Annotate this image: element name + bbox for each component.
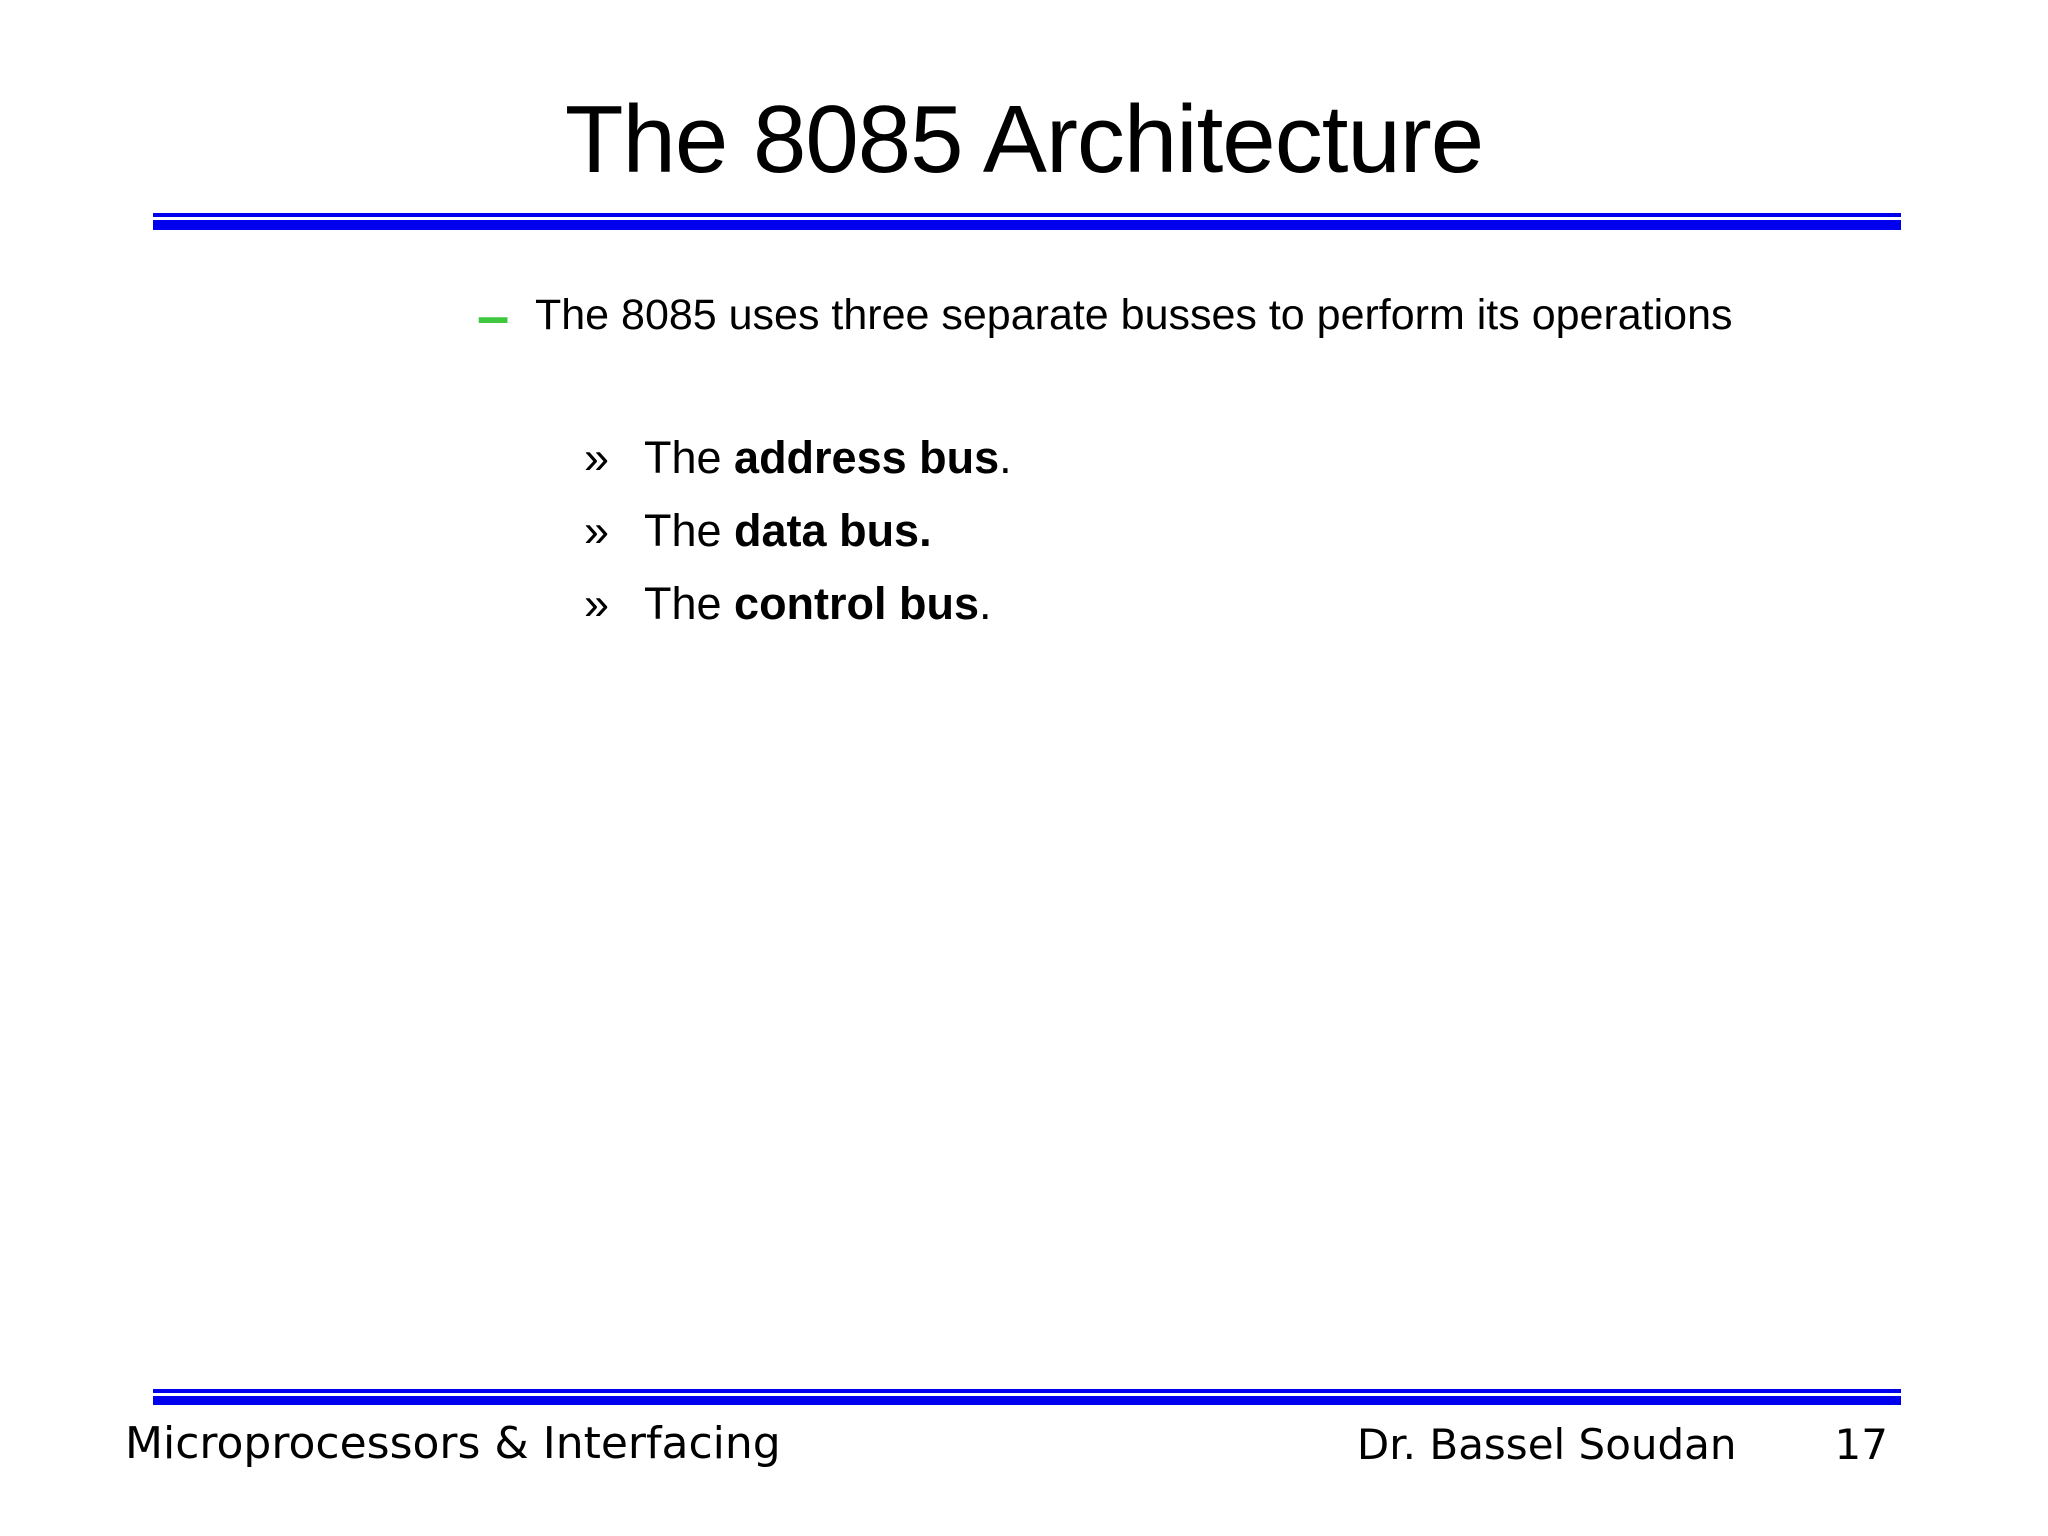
sub-bullet-text: The address bus. bbox=[644, 432, 1012, 483]
footer-author: Dr. Bassel Soudan bbox=[1356, 1420, 1737, 1469]
footer-divider bbox=[153, 1389, 1901, 1405]
sub-bullet-text-bold: data bus. bbox=[734, 505, 932, 556]
guillemet-bullet-icon: » bbox=[584, 505, 610, 556]
sub-bullet-text: The data bus. bbox=[644, 505, 932, 556]
sub-bullet-item: » The address bus. bbox=[584, 432, 1012, 484]
bullet-text: The 8085 uses three separate busses to p… bbox=[535, 291, 1733, 339]
sub-bullet-text-post: . bbox=[979, 578, 992, 629]
title-divider-thick-line bbox=[153, 220, 1901, 230]
dash-bullet-icon: – bbox=[477, 284, 510, 349]
sub-bullet-list: » The address bus. » The data bus. » The co… bbox=[584, 432, 1012, 651]
sub-bullet-text: The control bus. bbox=[644, 578, 992, 629]
footer-page-number: 17 bbox=[1834, 1420, 1888, 1469]
sub-bullet-item: » The data bus. bbox=[584, 505, 1012, 557]
sub-bullet-text-post: . bbox=[999, 432, 1012, 483]
sub-bullet-text-pre: The bbox=[644, 432, 735, 483]
sub-bullet-text-pre: The bbox=[644, 578, 735, 629]
footer-divider-thick-line bbox=[153, 1396, 1901, 1405]
footer-right-group: Dr. Bassel Soudan 17 bbox=[1357, 1424, 1888, 1466]
sub-bullet-text-bold: control bus bbox=[734, 578, 980, 629]
footer-course-title: Microprocessors & Interfacing bbox=[125, 1418, 781, 1469]
footer-divider-thin-line bbox=[153, 1389, 1901, 1393]
guillemet-bullet-icon: » bbox=[584, 432, 610, 483]
sub-bullet-item: » The control bus. bbox=[584, 578, 1012, 630]
sub-bullet-text-pre: The bbox=[644, 505, 735, 556]
title-divider bbox=[153, 213, 1901, 230]
guillemet-bullet-icon: » bbox=[584, 578, 610, 629]
page-title: The 8085 Architecture bbox=[564, 86, 1484, 193]
title-divider-thin-line bbox=[153, 213, 1901, 217]
sub-bullet-text-bold: address bus bbox=[734, 432, 1000, 483]
